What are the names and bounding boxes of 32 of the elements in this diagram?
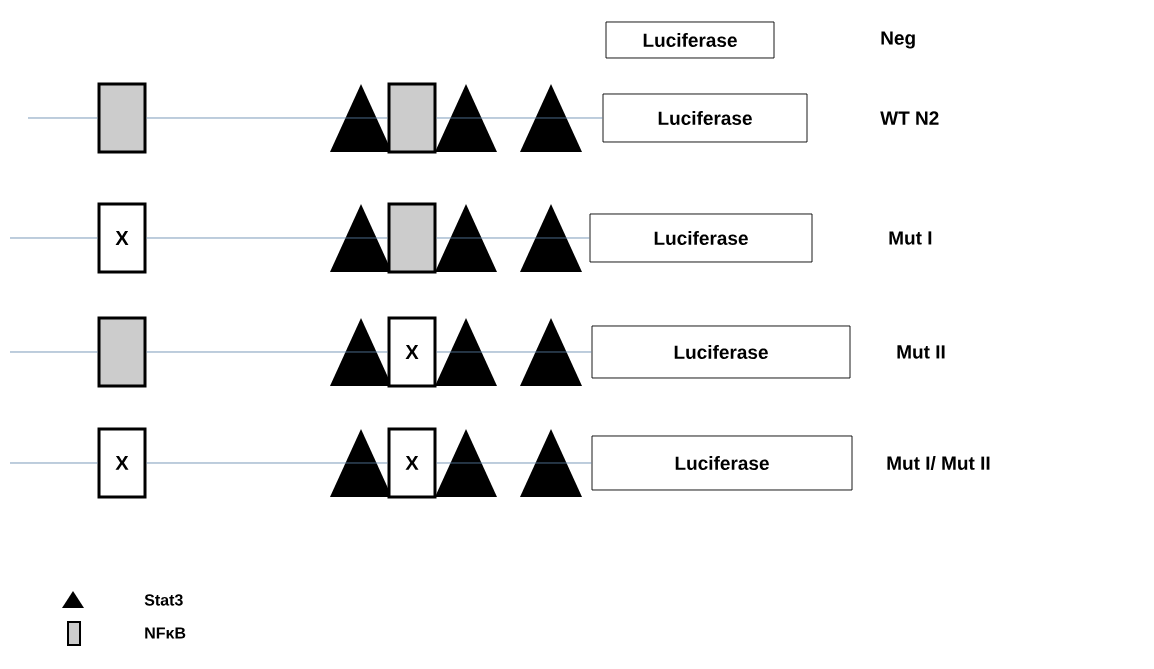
nfkb-site-box [97,316,147,388]
promoter-line [146,117,388,119]
construct-label: Mut II [897,345,945,359]
legend-label: NFκB [145,627,186,639]
nfkb-site-box [387,82,437,154]
luciferase-box: Luciferase [591,325,851,379]
promoter-line [146,237,388,239]
mutated-site-box: X [97,202,147,274]
construct-label: WT N2 [880,111,939,125]
promoter-line [27,117,98,119]
nfkb-site-box [97,82,147,154]
mutated-site-box: X [387,316,437,388]
mutated-site-box: X [97,427,147,499]
promoter-line [9,237,98,239]
mutated-site-box: X [387,427,437,499]
luciferase-box: Luciferase [589,213,813,263]
promoter-line [146,351,388,353]
luciferase-box: Luciferase [605,21,775,59]
luciferase-box: Luciferase [602,93,808,143]
construct-label: Neg [881,31,915,49]
nfkb-site-box [387,202,437,274]
legend-label: Stat3 [144,594,183,606]
promoter-line [9,462,98,464]
promoter-line [436,462,592,464]
promoter-line [436,351,592,353]
luciferase-box: Luciferase [591,435,853,491]
promoter-line [436,237,590,239]
construct-label: Mut I/ Mut II [887,455,990,471]
promoter-line [146,462,388,464]
construct-label: Mut I [889,231,932,245]
promoter-line [436,117,603,119]
promoter-line [9,351,98,353]
